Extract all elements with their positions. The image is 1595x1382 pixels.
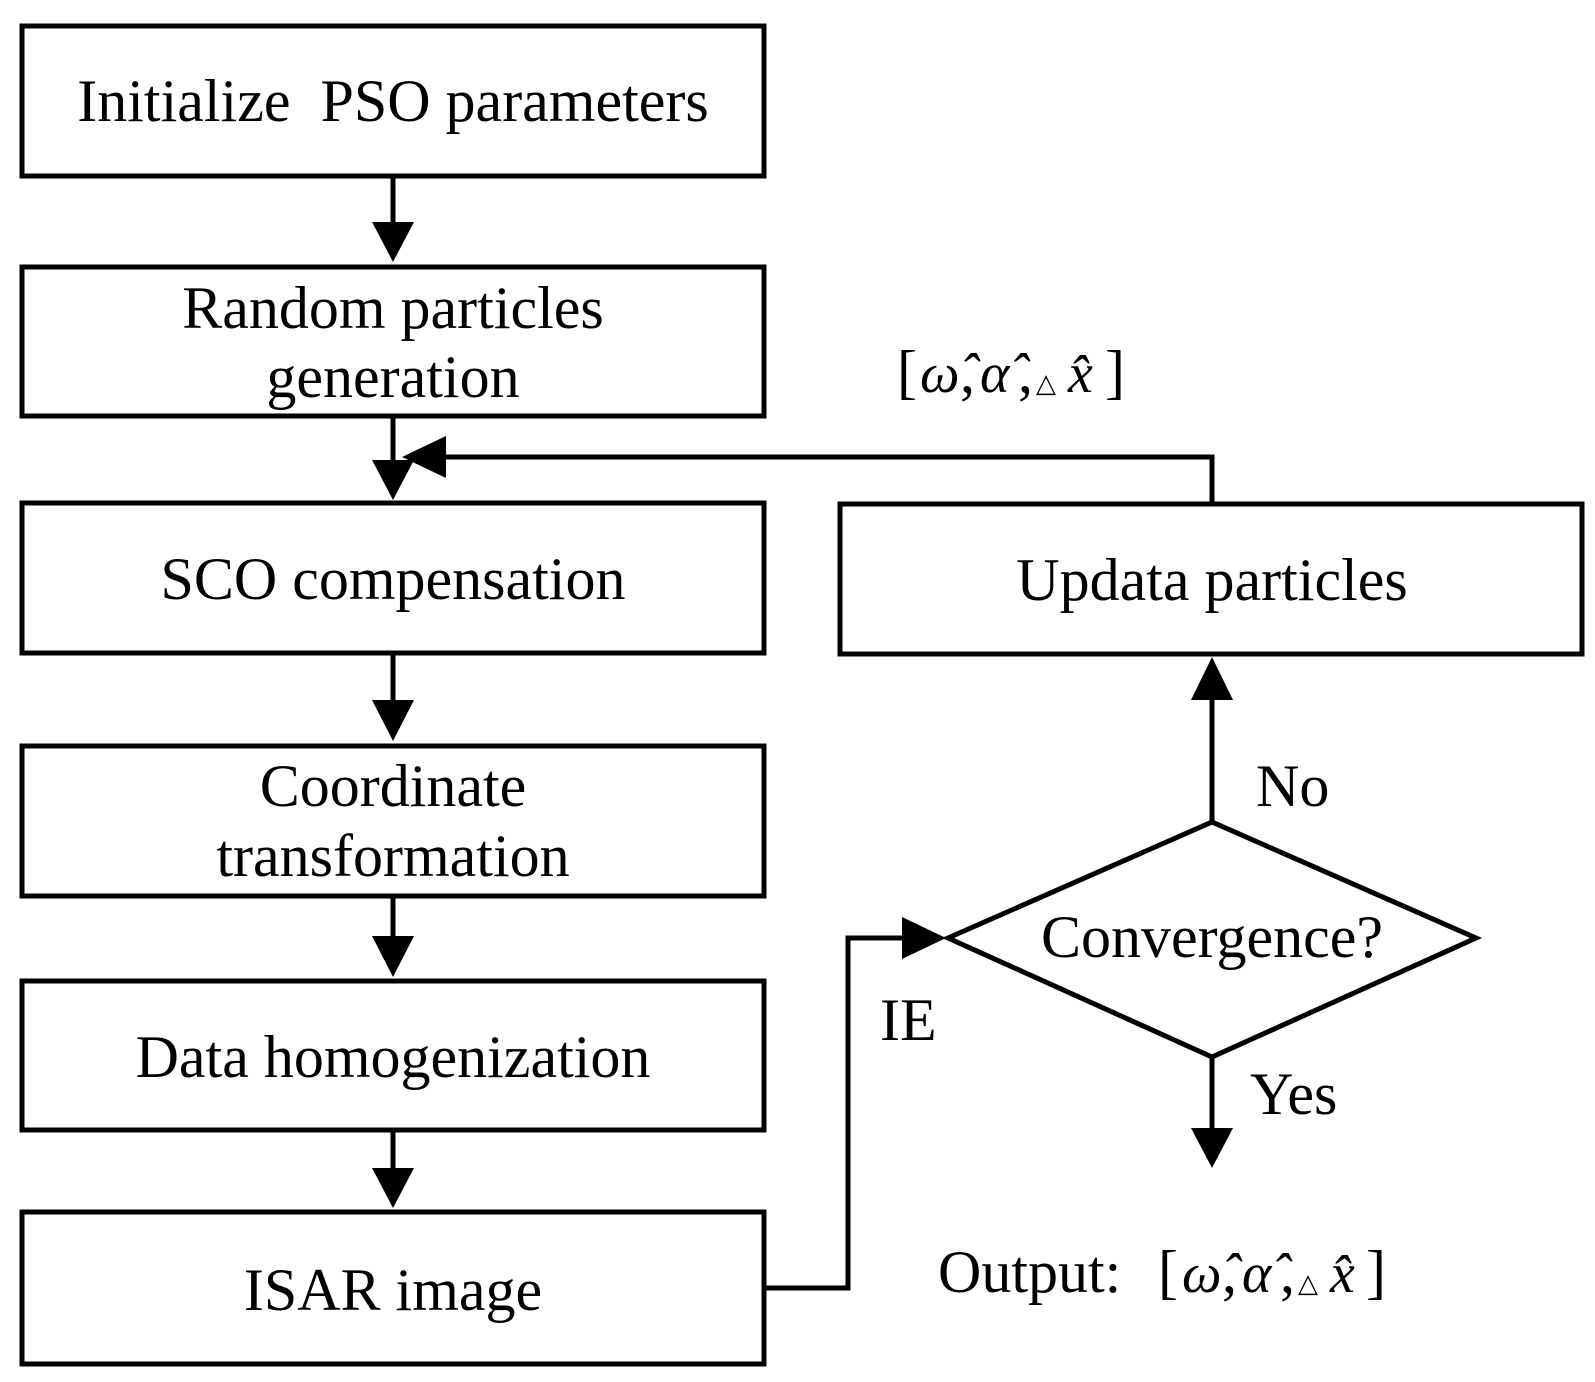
output-comma-1: ,: [1222, 1239, 1237, 1305]
param-close-bracket: ]: [1105, 339, 1125, 405]
label-edge-yes: Yes: [1250, 1061, 1337, 1127]
param-open-bracket: [: [897, 339, 917, 405]
label-coord-line2: transformation: [216, 823, 569, 889]
arrowhead-update-feedback: [402, 436, 446, 478]
box-initialize-pso: [19, 23, 767, 179]
arrowhead-homog-to-isar: [372, 1168, 414, 1208]
label-data-homogenization: Data homogenization: [136, 1024, 651, 1090]
arrowhead-sco-to-coord: [372, 700, 414, 741]
label-convergence: Convergence?: [1041, 904, 1383, 970]
output-x: x̂: [1329, 1243, 1355, 1305]
arrow-update-feedback: [439, 454, 1215, 507]
label-isar-image: ISAR image: [244, 1257, 542, 1323]
arrowhead-convergence-to-update: [1191, 657, 1233, 700]
label-edge-ie: IE: [880, 987, 937, 1053]
arrowhead-init-to-random: [372, 222, 414, 262]
arrowhead-convergence-to-output: [1191, 1128, 1233, 1168]
output-delta: △: [1298, 1269, 1318, 1298]
label-random-line1: Random particles: [182, 275, 604, 341]
output-close-bracket: ]: [1366, 1239, 1386, 1305]
decision-convergence: [941, 819, 1483, 1060]
label-initialize-pso: Initialize PSO parameters: [77, 68, 708, 134]
label-update-particles: Updata particles: [1016, 547, 1408, 613]
parameter-vector: [ ω̂ , α̂ , △ x̂ ]: [897, 339, 1125, 405]
arrowhead-random-to-sco: [372, 460, 414, 500]
box-coordinate-transformation: [19, 743, 767, 899]
arrowhead-isar-to-convergence: [902, 917, 946, 959]
box-sco-compensation: [19, 500, 767, 656]
param-comma-1: ,: [960, 339, 975, 405]
label-edge-no: No: [1256, 753, 1329, 819]
label-sco-compensation: SCO compensation: [161, 546, 626, 612]
arrowhead-coord-to-homog: [372, 936, 414, 977]
arrow-isar-to-convergence: [761, 935, 909, 1291]
label-random-line2: generation: [266, 344, 519, 410]
output-label: Output:: [938, 1239, 1121, 1305]
box-update-particles: [837, 501, 1585, 657]
box-isar-image: [19, 1209, 767, 1367]
output-expression: Output: [ ω̂ , α̂ , △ x̂ ]: [938, 1239, 1386, 1305]
output-comma-2: ,: [1280, 1239, 1295, 1305]
output-open-bracket: [: [1158, 1239, 1178, 1305]
label-coord-line1: Coordinate: [260, 753, 527, 819]
param-delta: △: [1036, 369, 1056, 398]
param-comma-2: ,: [1018, 339, 1033, 405]
box-random-particles: [19, 264, 767, 419]
param-x: x̂: [1067, 343, 1093, 405]
